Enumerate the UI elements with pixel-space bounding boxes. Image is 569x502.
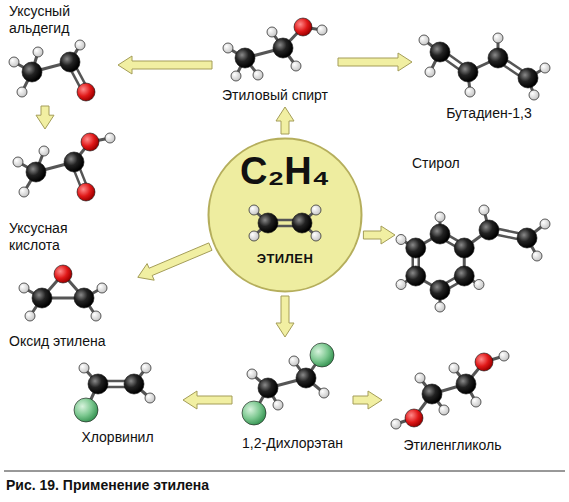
compound-label: 1,2-Дихлорэтан [242,435,343,452]
molecule-model [391,351,509,429]
molecule-model [419,33,550,100]
molecule-model [242,343,334,425]
compound-label: Хлорвинил [81,429,153,446]
reaction-arrow [363,226,395,244]
compound-label: Уксусная кислота [9,220,89,254]
name-text: ЭТИЛЕН [257,251,314,267]
compound-label: Бутадиен-1,3 [446,105,532,122]
reaction-arrow [138,243,212,280]
reaction-arrow [276,296,294,337]
formula-text: C₂H₄ [240,151,330,191]
molecule-model [74,363,155,422]
ethylene-circle: C₂H₄ ЭТИЛЕН [207,137,363,293]
compound-label: Этиленгликоль [404,437,502,454]
compound-label: Оксид этилена [9,333,106,350]
ethylene-oxide-node: Оксид этилена [5,262,135,350]
molecule-model [19,265,107,321]
ethylene-glycol-node: Этиленгликоль [385,348,520,454]
molecule-model [9,40,95,101]
ethanol-node: Этиловый спирт [215,12,335,104]
reaction-arrow [276,107,294,134]
compound-label: Этиловый спирт [222,87,328,104]
caption-rule [4,471,565,472]
molecule-model [249,205,321,241]
butadiene-node: Бутадиен-1,3 [415,22,563,122]
reaction-arrow [353,391,382,409]
styrene-node: Стирол [398,155,563,310]
figure-caption: Рис. 19. Применение этилена [6,477,209,493]
reaction-arrow [36,106,54,129]
reaction-arrow [338,53,412,71]
chlorovinyl-node: Хлорвинил [55,358,180,446]
compound-label: Уксусный альдегид [9,3,89,37]
reaction-arrow [183,391,232,409]
molecule-model [223,18,327,81]
molecule-model [13,133,115,201]
molecule-model [396,205,550,312]
acetic-acid-node: Уксусная кислота [5,132,120,254]
dichloroethane-node: 1,2-Дихлорэтан [235,340,350,452]
aldehyde-node: Уксусный альдегид [5,3,115,103]
compound-label: Стирол [412,155,460,172]
reaction-arrow [118,56,212,74]
